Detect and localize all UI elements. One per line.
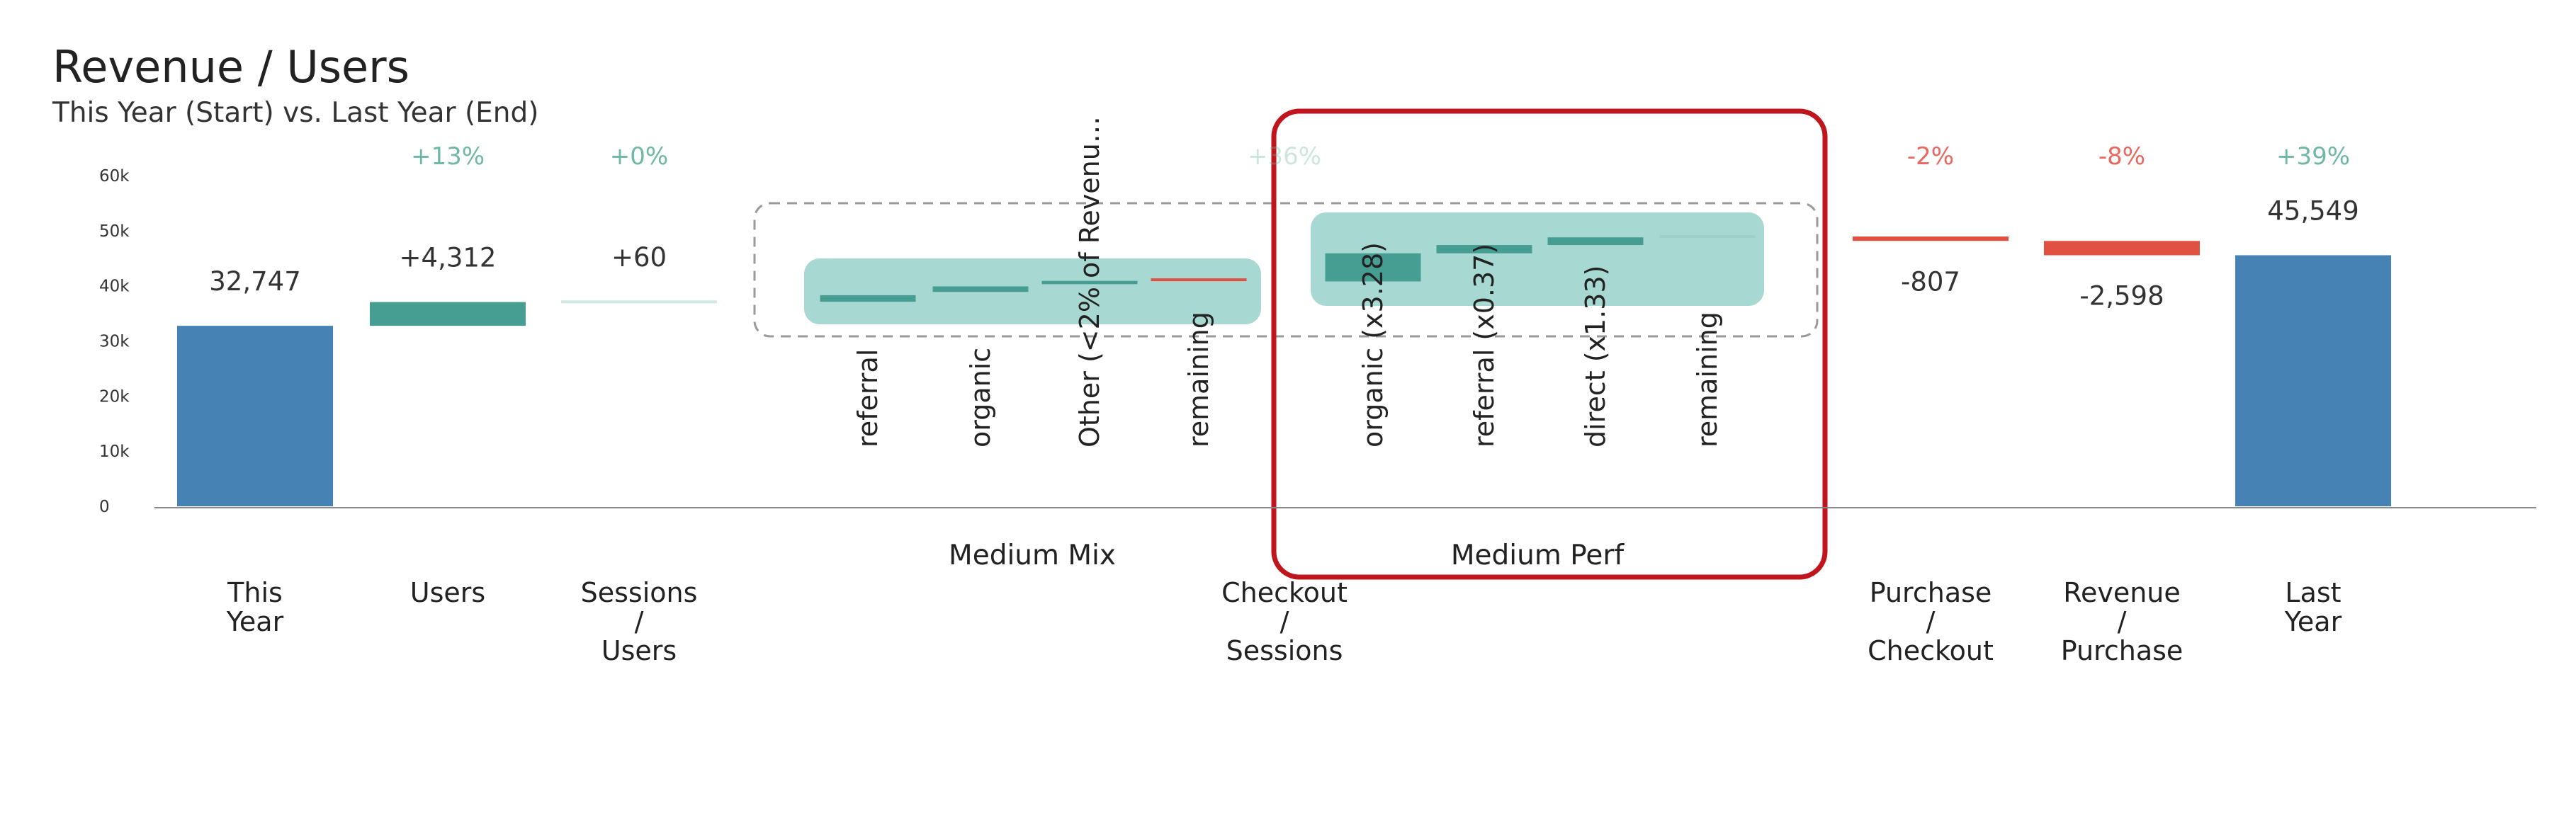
- x-category-label: Users: [601, 635, 677, 666]
- bar-percent-label: +0%: [610, 142, 668, 171]
- x-category-label: Purchase: [1870, 577, 1992, 608]
- y-tick-label: 30k: [99, 333, 130, 351]
- bar-percent-label: +36%: [1248, 142, 1321, 171]
- x-category-label: Year: [2284, 606, 2342, 637]
- waterfall-bar: [2044, 241, 2200, 256]
- bar-value-label: -2,598: [2079, 280, 2164, 311]
- waterfall-bar: [561, 300, 717, 304]
- x-category-label: Year: [226, 606, 284, 637]
- x-category-label: Checkout: [1221, 577, 1348, 608]
- breakdown-group-label: Medium Mix: [949, 540, 1116, 571]
- breakdown-item-label: referral (x0.37): [1469, 244, 1500, 448]
- x-category-label: Users: [410, 577, 485, 608]
- breakdown-item-label: Other (<2% of Revenu…: [1074, 116, 1105, 448]
- x-category-label: Checkout: [1868, 635, 1994, 666]
- breakdown-item-label: organic: [965, 348, 996, 448]
- bar-value-label: 32,747: [209, 266, 300, 297]
- bar-value-label: -807: [1901, 266, 1960, 297]
- bar-percent-label: -2%: [1907, 142, 1954, 171]
- breakdown-bar: [820, 295, 916, 302]
- waterfall-bar: [177, 326, 333, 506]
- breakdown-bar: [932, 286, 1029, 292]
- bar-percent-label: +39%: [2276, 142, 2350, 171]
- y-tick-label: 10k: [99, 443, 130, 461]
- x-category-label: /: [1926, 606, 1936, 637]
- x-category-label: /: [635, 606, 644, 637]
- chart-subtitle: This Year (Start) vs. Last Year (End): [52, 97, 539, 129]
- breakdown-group-label: Medium Perf: [1451, 540, 1625, 571]
- bar-percent-label: -8%: [2098, 142, 2145, 171]
- y-tick-label: 20k: [99, 387, 130, 406]
- breakdown-bar: [1659, 234, 1756, 238]
- breakdown-bar: [1436, 245, 1532, 253]
- waterfall-bar: [370, 302, 526, 326]
- breakdown-item-label: organic (x3.28): [1357, 242, 1389, 448]
- bar-value-label: +60: [611, 242, 667, 273]
- breakdown-bar: [1041, 280, 1138, 285]
- waterfall-bar: [1853, 236, 2009, 241]
- x-category-label: /: [2118, 606, 2127, 637]
- x-category-label: Sessions: [581, 577, 698, 608]
- breakdown-group-highlight: [804, 258, 1261, 324]
- y-tick-label: 60k: [99, 167, 130, 186]
- breakdown-item-label: direct (x1.33): [1580, 266, 1611, 448]
- x-category-label: Purchase: [2061, 635, 2184, 666]
- bar-value-label: 45,549: [2267, 195, 2358, 226]
- bar-value-label: +4,312: [400, 243, 497, 273]
- waterfall-bar: [2235, 255, 2391, 506]
- breakdown-item-label: remaining: [1183, 312, 1214, 448]
- x-category-label: Revenue: [2063, 577, 2181, 608]
- chart-title: Revenue / Users: [52, 41, 409, 93]
- x-category-label: Sessions: [1226, 635, 1343, 666]
- medium-perf-callout-box: [1271, 108, 1828, 580]
- breakdown-bar: [1151, 278, 1247, 282]
- breakdown-bar: [1325, 253, 1421, 282]
- breakdown-item-label: remaining: [1692, 312, 1723, 448]
- y-tick-label: 40k: [99, 278, 130, 296]
- breakdown-dashed-region: [753, 202, 1819, 338]
- x-category-label: /: [1280, 606, 1289, 637]
- bar-percent-label: +13%: [411, 142, 485, 171]
- breakdown-group-highlight: [1311, 212, 1764, 306]
- x-category-label: Last: [2285, 577, 2341, 608]
- x-category-label: This: [227, 577, 283, 608]
- breakdown-item-label: referral: [852, 349, 883, 448]
- breakdown-bar: [1547, 237, 1644, 246]
- y-tick-label: 0: [99, 498, 110, 516]
- y-tick-label: 50k: [99, 222, 130, 241]
